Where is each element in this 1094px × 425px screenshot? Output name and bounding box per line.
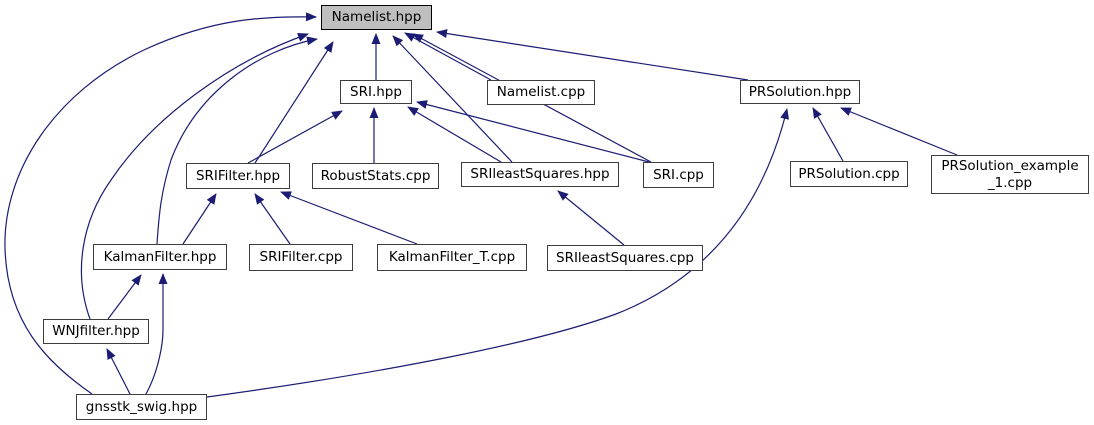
edge-wnjfilter_hpp-to-kalmanfilter_hpp [107, 274, 142, 320]
edge-srifilter_hpp-to-namelist_hpp [254, 41, 334, 164]
node-srileastsquares-hpp[interactable]: SRIleastSquares.hpp [461, 162, 619, 187]
edge-prsolution_cpp-to-prsolution_hpp [812, 107, 844, 162]
edge-srifilter_hpp-to-sri_hpp [247, 110, 343, 164]
node-namelist-hpp[interactable]: Namelist.hpp [321, 5, 432, 30]
edge-kalmanfilter_t_cpp-to-srifilter_hpp [280, 191, 418, 245]
edge-namelist_cpp-to-namelist_hpp [404, 32, 492, 81]
node-prsolution-hpp[interactable]: PRSolution.hpp [740, 80, 860, 104]
node-robuststats-cpp[interactable]: RobustStats.cpp [312, 163, 439, 189]
node-kalmanfilter-t-cpp[interactable]: KalmanFilter_T.cpp [377, 244, 527, 271]
node-sri-cpp[interactable]: SRI.cpp [643, 162, 714, 188]
edge-gnsstk_swig_hpp-to-namelist_hpp [4, 12, 317, 395]
edge-gnsstk_swig_hpp-to-kalmanfilter_hpp [145, 273, 168, 395]
edge-srifilter_cpp-to-srifilter_hpp [254, 193, 291, 245]
edge-srileastsquares_cpp-to-srileastsquares_hpp [557, 190, 625, 246]
edge-gnsstk_swig_hpp-to-wnjfilter_hpp [106, 348, 131, 395]
node-srifilter-cpp[interactable]: SRIFilter.cpp [249, 244, 353, 271]
edge-kalmanfilter_hpp-to-namelist_hpp [156, 36, 318, 245]
edge-sri_cpp-to-sri_hpp [416, 100, 650, 163]
node-prsolution-example-1-cpp[interactable]: PRSolution_example _1.cpp [931, 155, 1089, 194]
edge-prsolution_example_1_cpp-to-prsolution_hpp [840, 107, 958, 156]
node-prsolution-cpp[interactable]: PRSolution.cpp [790, 161, 908, 187]
node-sri-hpp[interactable]: SRI.hpp [340, 80, 412, 104]
edge-prsolution_hpp-to-namelist_hpp [436, 29, 749, 81]
edge-srileastsquares_hpp-to-sri_hpp [407, 106, 502, 163]
node-kalmanfilter-hpp[interactable]: KalmanFilter.hpp [93, 244, 227, 270]
edge-kalmanfilter_hpp-to-srifilter_hpp [182, 193, 217, 245]
node-wnjfilter-hpp[interactable]: WNJfilter.hpp [43, 319, 149, 344]
node-namelist-cpp[interactable]: Namelist.cpp [487, 80, 595, 105]
edge-gnsstk_swig_hpp-to-prsolution_hpp [206, 108, 790, 398]
node-srifilter-hpp[interactable]: SRIFilter.hpp [186, 163, 290, 189]
node-srileastsquares-cpp[interactable]: SRIleastSquares.cpp [547, 245, 703, 271]
edge-srileastsquares_hpp-to-namelist_hpp [392, 35, 513, 163]
node-gnsstk-swig-hpp[interactable]: gnsstk_swig.hpp [76, 394, 207, 420]
edge-wnjfilter_hpp-to-namelist_hpp [80, 33, 309, 320]
